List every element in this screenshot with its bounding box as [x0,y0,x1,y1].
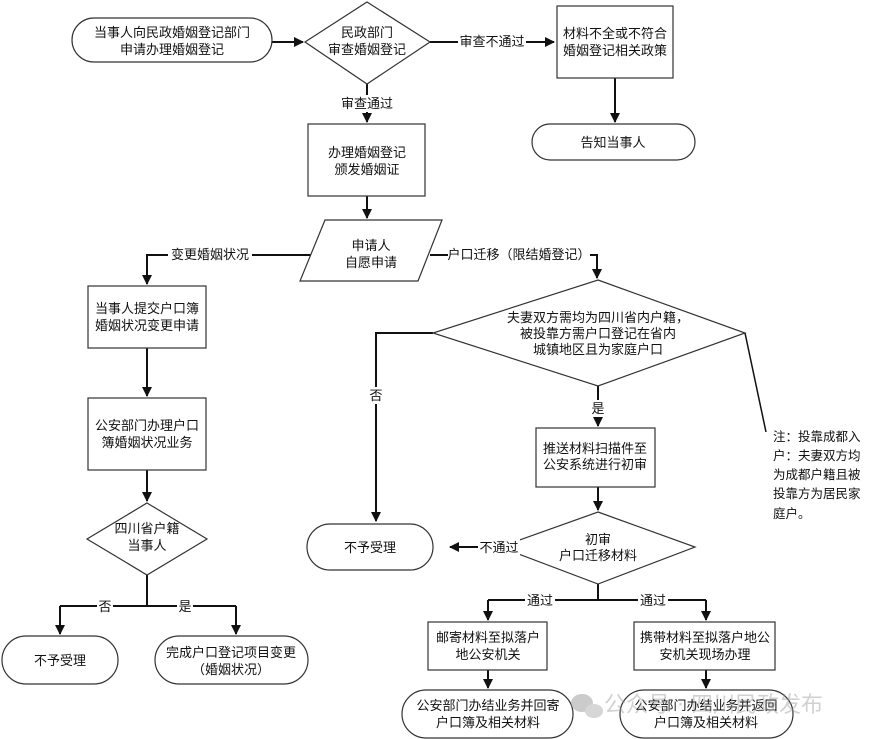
notify-terminal [531,123,696,161]
label-pass-left: 通过 [527,594,553,609]
initial-review-text-1: 初审 [585,533,611,548]
complete-change-text-1: 完成户口登记项目变更 [166,645,296,661]
complete-change-text-2: （婚姻状况） [192,663,270,678]
carry-text-1: 携带材料至拟落户地公 [640,630,770,646]
notify-text: 告知当事人 [580,135,645,151]
label-yes-left: 是 [178,600,191,615]
submit-change-text-1: 当事人提交户口簿 [95,301,199,317]
mail-done-text-1: 公安部门办结业务并回寄 [416,698,559,714]
carry-done-text-1: 公安部门办结业务并返回 [634,698,777,714]
mail-text-2: 地公安机关 [455,648,520,663]
register-box [307,123,426,197]
note-line-3: 为成都户籍且被 [773,467,861,482]
push-scan-text-2: 公安系统进行初审 [543,458,647,473]
start-terminal [71,17,273,63]
push-scan-box [535,427,656,488]
couple-check-text-1: 夫妻双方需均为四川省内户籍， [507,310,689,326]
reject-mid-terminal [306,523,434,571]
apply-input [299,219,443,282]
label-hukou-move: 户口迁移（限结婚登记） [447,247,590,263]
label-no-mid: 否 [369,389,382,404]
note: 注：投靠成都入 户：夫妻双方均 为成都户籍且被 投靠方为居民家 庭户。 [773,429,861,521]
edge-pass-split [488,584,706,601]
review-text-1: 民政部门 [341,26,393,41]
wechat-icon [571,694,603,718]
edge-check-split [60,575,236,607]
carry-text-2: 安机关现场办理 [659,648,750,663]
apply-text-1: 申请人 [351,239,390,254]
reject-left-text: 不予受理 [34,654,86,669]
sichuan-check-decision [85,502,209,576]
connectors [55,37,767,689]
sichuan-check-text-1: 四川省户籍 [114,521,179,537]
start-text-1: 当事人向民政婚姻登记部门 [94,25,250,41]
incomplete-text-1: 材料不全或不符合 [563,26,667,42]
police-process-text-2: 簿婚姻状况业务 [101,435,192,451]
review-decision [303,1,432,85]
mail-text-1: 邮寄材料至拟落户 [436,630,540,646]
carry-box [633,621,776,671]
label-no-left: 否 [98,600,111,615]
incomplete-box [556,5,674,79]
police-process-text-1: 公安部门办理户口 [95,418,199,434]
label-review-fail: 审查不通过 [459,35,524,50]
initial-review-text-2: 户口迁移材料 [559,548,637,564]
couple-check-text-3: 城镇地区且为家庭户口 [533,342,663,358]
note-line-1: 注：投靠成都入 [773,429,861,444]
label-pass-right: 通过 [640,594,666,609]
couple-check-decision [431,279,747,387]
sichuan-check-text-2: 当事人 [127,539,166,554]
complete-change-terminal [154,635,309,685]
mail-done-text-2: 户口簿及相关材料 [436,715,540,731]
label-change-marriage: 变更婚姻状况 [171,247,249,263]
review-text-2: 审查婚姻登记 [328,43,406,58]
initial-review-decision [498,511,697,585]
carry-done-terminal [619,689,794,739]
reject-mid-text: 不予受理 [344,541,396,556]
couple-check-text-2: 被投靠方需户口登记在省内 [520,326,676,342]
note-line-5: 庭户。 [773,506,811,521]
mail-done-terminal [401,689,574,739]
note-line-4: 投靠方为居民家 [773,486,861,501]
push-scan-text-1: 推送材料扫描件至 [543,442,647,457]
mail-box [427,621,548,671]
note-leader-line [744,332,767,433]
apply-text-2: 自愿申请 [345,256,397,271]
submit-change-text-2: 婚姻状况变更申请 [95,318,199,334]
register-text-1: 办理婚姻登记 [328,146,406,161]
edge-no-mid [371,332,433,522]
label-not-pass: 不通过 [479,541,518,556]
register-text-2: 颁发婚姻证 [334,162,399,178]
edge-change-marriage [142,254,312,285]
note-line-2: 户：夫妻双方均 [773,448,861,463]
label-yes-mid: 是 [591,402,604,417]
submit-change-box [87,285,207,349]
watermark: 公众号 · 四川民政发布 [571,693,823,718]
police-process-box [87,397,207,471]
watermark-text: 公众号 · 四川民政发布 [604,693,823,718]
reject-left-terminal [1,635,119,685]
label-review-pass: 审查通过 [341,97,393,112]
carry-done-text-2: 户口簿及相关材料 [654,715,758,731]
start-text-2: 申请办理婚姻登记 [120,43,224,58]
incomplete-text-2: 婚姻登记相关政策 [563,43,667,59]
